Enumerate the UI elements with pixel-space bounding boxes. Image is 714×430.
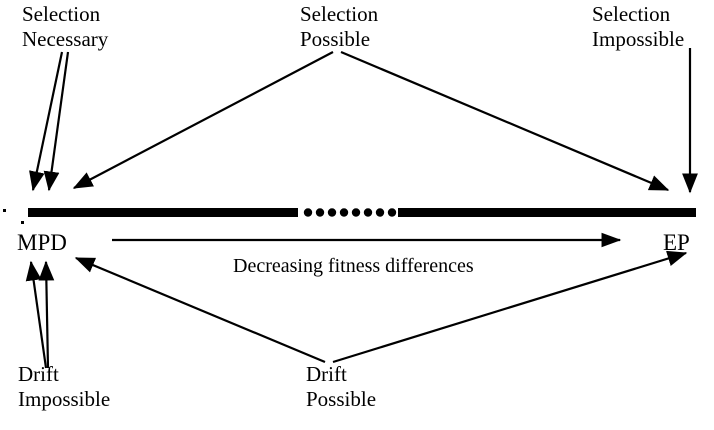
bar-segment-dotted: [303, 208, 397, 217]
drift-possible-arrows: [74, 250, 688, 364]
arrow-drift-possible-right: [332, 250, 688, 364]
label-drift-impossible: Drift Impossible: [18, 362, 111, 411]
label-mpd-endpoint: MPD: [17, 230, 67, 255]
label-axis-caption: Decreasing fitness differences: [233, 255, 474, 277]
selection-possible-arrows: [72, 50, 670, 192]
label-selection-possible: Selection Possible: [300, 2, 379, 51]
continuum-bar: [28, 208, 696, 217]
label-ep-endpoint: EP: [663, 230, 690, 255]
speck-artifact-lower: [21, 221, 24, 224]
bar-segment-right: [398, 208, 696, 217]
bar-segment-left: [28, 208, 298, 217]
label-selection-impossible: Selection Impossible: [592, 2, 685, 51]
arrow-selection-possible-left: [72, 51, 334, 189]
arrow-drift-possible-left: [74, 256, 326, 364]
arrow-drift-impossible-1: [25, 260, 48, 369]
arrow-drift-impossible-2: [38, 260, 55, 369]
selection-necessary-arrows: [29, 51, 70, 192]
arrow-selection-necessary-2: [43, 51, 70, 192]
drift-impossible-arrows: [25, 260, 55, 369]
speck-artifact-upper: [3, 209, 6, 212]
label-drift-possible: Drift Possible: [306, 362, 377, 411]
arrow-selection-possible-right: [340, 50, 670, 192]
label-selection-necessary: Selection Necessary: [22, 2, 109, 51]
arrow-selection-necessary-1: [29, 51, 64, 192]
